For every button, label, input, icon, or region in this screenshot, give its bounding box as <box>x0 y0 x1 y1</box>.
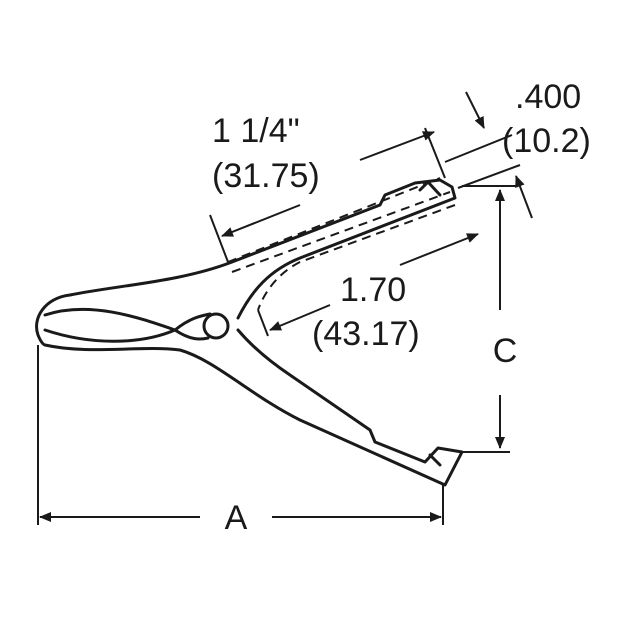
dimension-width: .400 (10.2) <box>444 78 591 219</box>
dim-a-label: A <box>225 499 248 537</box>
dimension-jaw: 1.70 (43.17) <box>257 204 479 353</box>
spring <box>173 312 212 341</box>
length-mm-label: (31.75) <box>212 157 320 195</box>
dim-c-label: C <box>493 332 518 370</box>
jaw-mm-label: (43.17) <box>312 315 420 353</box>
width-inch-label: .400 <box>515 78 581 116</box>
pivot-rivet <box>202 312 230 340</box>
jaw-inch-label: 1.70 <box>340 271 406 309</box>
dimension-a: A <box>37 345 444 537</box>
lower-jaw <box>43 328 464 487</box>
rear-handle-loop <box>35 293 177 347</box>
clip-body <box>35 178 464 487</box>
length-inch-label: 1 1/4" <box>212 112 300 150</box>
dimension-length: 1 1/4" (31.75) <box>209 112 451 273</box>
upper-jaw <box>68 178 457 320</box>
width-mm-label: (10.2) <box>502 122 591 160</box>
jaw-teeth <box>418 180 442 467</box>
dimension-c: C <box>462 185 518 453</box>
